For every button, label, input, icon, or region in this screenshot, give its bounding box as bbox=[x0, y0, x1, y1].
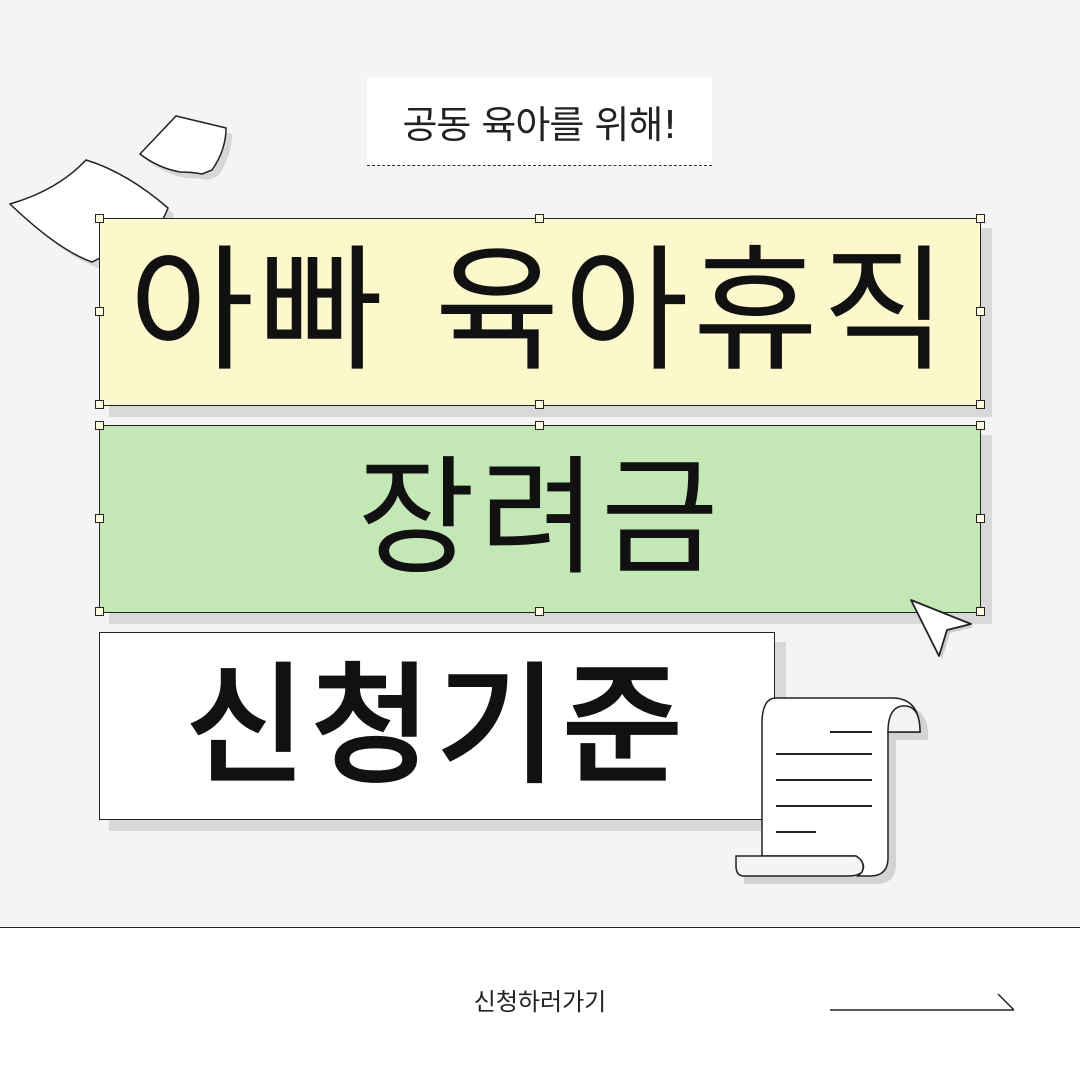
selection-handle[interactable] bbox=[976, 214, 985, 223]
criteria-title: 신청기준 bbox=[185, 650, 689, 802]
criteria-box: 신청기준 bbox=[99, 632, 775, 820]
selection-handle[interactable] bbox=[95, 607, 104, 616]
selection-handle[interactable] bbox=[976, 607, 985, 616]
selection-handle[interactable] bbox=[535, 214, 544, 223]
selection-handle[interactable] bbox=[95, 214, 104, 223]
award-box: 장려금 bbox=[99, 425, 981, 613]
selection-handle[interactable] bbox=[535, 607, 544, 616]
selection-handle[interactable] bbox=[535, 421, 544, 430]
arrow-right-icon[interactable] bbox=[828, 990, 1018, 1014]
selection-handle[interactable] bbox=[95, 514, 104, 523]
selection-handle[interactable] bbox=[95, 421, 104, 430]
cursor-icon bbox=[910, 599, 974, 659]
selection-handle[interactable] bbox=[976, 421, 985, 430]
selection-handle[interactable] bbox=[976, 514, 985, 523]
selection-handle[interactable] bbox=[535, 400, 544, 409]
page-title: 아빠 육아휴직 bbox=[129, 233, 951, 391]
award-title: 장려금 bbox=[357, 444, 723, 593]
selection-handle[interactable] bbox=[976, 400, 985, 409]
selection-handle[interactable] bbox=[95, 307, 104, 316]
subtitle-text: 공동 육아를 위해! bbox=[402, 102, 677, 147]
title-box: 아빠 육아휴직 bbox=[99, 218, 981, 406]
scroll-icon bbox=[735, 697, 928, 884]
subtitle-tag: 공동 육아를 위해! bbox=[367, 77, 712, 166]
footer bbox=[0, 927, 1080, 1081]
selection-handle[interactable] bbox=[95, 400, 104, 409]
selection-handle[interactable] bbox=[976, 307, 985, 316]
apply-link[interactable]: 신청하러가기 bbox=[473, 988, 607, 1016]
